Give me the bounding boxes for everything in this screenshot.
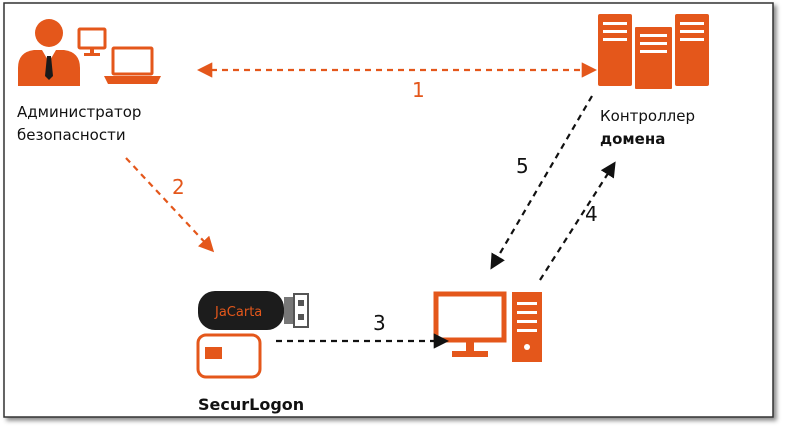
admin-label-line1: Администратор	[17, 103, 141, 121]
edge-label-2: 2	[172, 175, 185, 199]
person-head	[35, 19, 63, 47]
edge-5	[490, 95, 593, 270]
person-with-computers-icon	[18, 19, 161, 86]
token-brand-label: JaCarta	[214, 305, 262, 320]
pc-tower-icon	[512, 292, 542, 362]
monitor-icon	[433, 291, 507, 357]
edge-4	[539, 161, 616, 281]
admin-label-line2: безопасности	[17, 126, 126, 144]
server-rack-icon	[598, 14, 709, 91]
smart-card-icon	[196, 333, 262, 379]
edge-label-1: 1	[412, 78, 425, 102]
monitor-icon	[77, 27, 107, 56]
edge-label-4: 4	[585, 202, 598, 226]
edge-label-5: 5	[516, 154, 529, 178]
edge-label-3: 3	[373, 311, 386, 335]
usb-token-icon: JaCarta	[198, 291, 309, 330]
desktop-computer-icon	[433, 291, 542, 362]
laptop-icon	[104, 46, 161, 84]
controller-label-line1: Контроллер	[600, 107, 695, 125]
edge-2	[125, 157, 215, 253]
person-tie	[45, 56, 53, 80]
securlogon-label: SecurLogon	[198, 395, 304, 414]
controller-label-line2: домена	[600, 130, 665, 148]
